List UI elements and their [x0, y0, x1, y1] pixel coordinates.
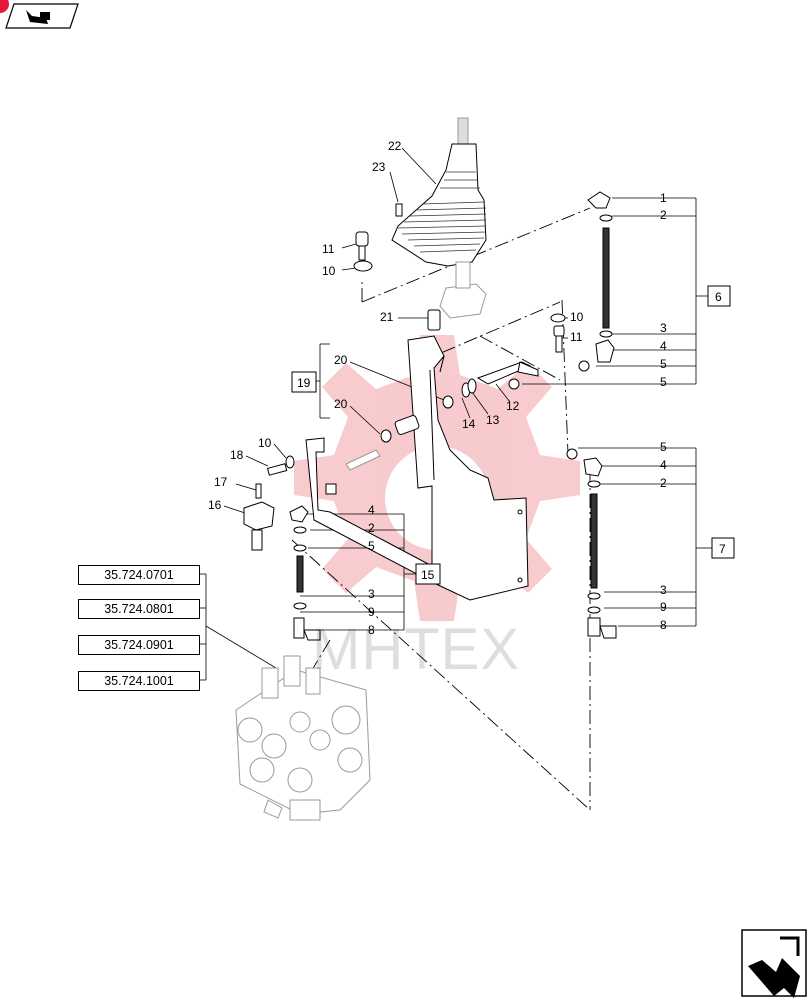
- part-label: 10: [322, 264, 336, 278]
- reference-link-0701[interactable]: 35.724.0701: [78, 565, 200, 585]
- part-label: 20: [334, 353, 348, 367]
- part-label: 8: [660, 618, 667, 632]
- part-label: 3: [660, 321, 667, 335]
- part-label: 4: [368, 503, 375, 517]
- part-label: 1: [660, 191, 667, 205]
- kit-label-6: 6: [715, 290, 722, 304]
- kit-label-19: 19: [297, 376, 311, 390]
- part-label: 5: [660, 440, 667, 454]
- kit-label-15: 15: [421, 568, 435, 582]
- watermark-text: MHTEX: [312, 617, 520, 682]
- part-label: 4: [660, 458, 667, 472]
- kit-label-7: 7: [719, 542, 726, 556]
- part-label: 22: [388, 139, 402, 153]
- reference-link-1001[interactable]: 35.724.1001: [78, 671, 200, 691]
- part-label: 20: [334, 397, 348, 411]
- part-label: 3: [660, 583, 667, 597]
- reference-link-0901[interactable]: 35.724.0901: [78, 635, 200, 655]
- part-label: 3: [368, 587, 375, 601]
- part-labels: 1 2 3 4 5 5 5 4 2 3 9 8 4 2 5 3 9 8 22 2…: [208, 139, 667, 637]
- part-label: 18: [230, 448, 244, 462]
- leader-lines: [198, 147, 712, 681]
- part-label: 4: [660, 339, 667, 353]
- part-label: 2: [660, 476, 667, 490]
- part-label: 5: [368, 539, 375, 553]
- control-valve-block: [235, 655, 371, 821]
- part-label: 11: [322, 242, 335, 256]
- reference-link-0801[interactable]: 35.724.0801: [78, 599, 200, 619]
- part-label: 14: [462, 417, 476, 431]
- part-label: 10: [570, 310, 584, 324]
- part-label: 9: [368, 605, 375, 619]
- next-page-arrow-icon[interactable]: [741, 929, 807, 998]
- part-label: 2: [368, 521, 375, 535]
- part-label: 5: [660, 375, 667, 389]
- lever-plate: [305, 335, 529, 601]
- part-label: 5: [660, 357, 667, 371]
- part-label: 12: [506, 399, 520, 413]
- part-label: 17: [214, 475, 228, 489]
- part-label: 21: [380, 310, 394, 324]
- rubber-boot: [391, 143, 487, 267]
- kit-labels: 6 7 19 15: [291, 285, 735, 585]
- joystick-assembly: [243, 117, 617, 641]
- part-label: 11: [570, 330, 583, 344]
- part-label: 9: [660, 600, 667, 614]
- part-label: 8: [368, 623, 375, 637]
- part-label: 10: [258, 436, 272, 450]
- part-label: 13: [486, 413, 500, 427]
- part-label: 2: [660, 208, 667, 222]
- navigate-back-icon[interactable]: [0, 0, 79, 29]
- part-label: 23: [372, 160, 386, 174]
- part-label: 16: [208, 498, 222, 512]
